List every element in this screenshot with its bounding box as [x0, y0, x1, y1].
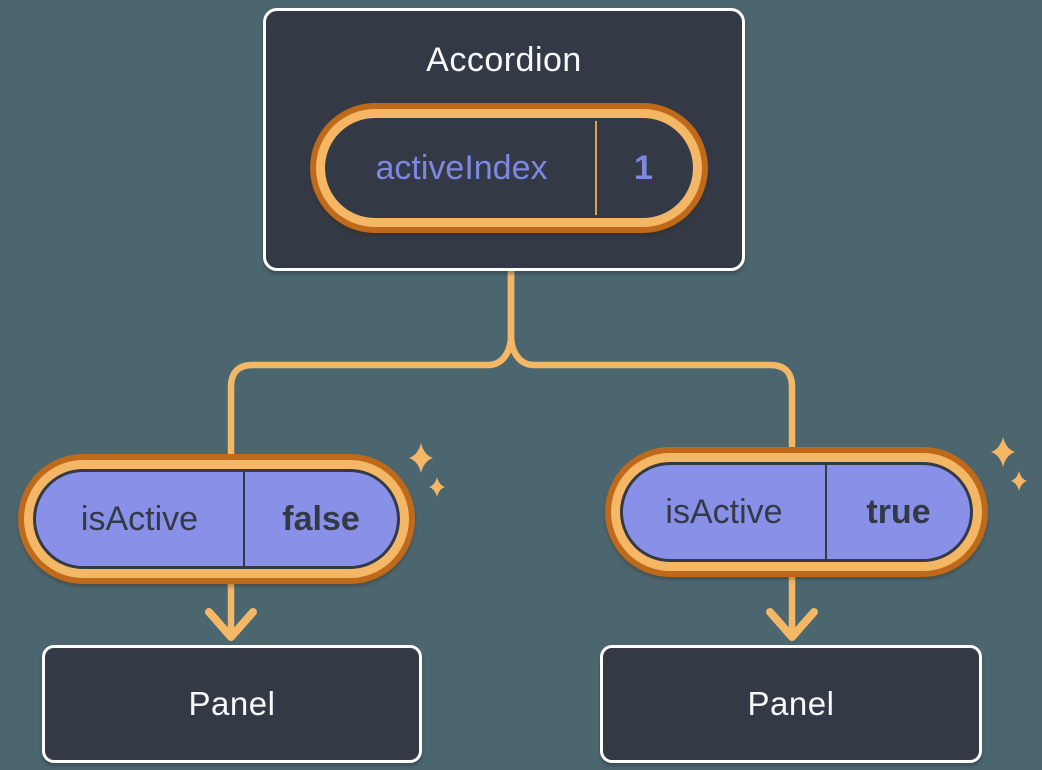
prop-pill-value: false [282, 499, 360, 538]
sparkle-large-icon [409, 443, 433, 473]
panel-node-right: Panel [600, 645, 982, 763]
arrow-down-icon [766, 608, 818, 641]
pill-separator [595, 121, 597, 215]
sparkle-large-icon [991, 437, 1015, 467]
prop-pill-name: isActive [80, 499, 199, 538]
prop-pill-value: true [866, 492, 931, 531]
prop-pill-name: isActive [665, 492, 783, 531]
sparkle-small-icon [429, 477, 445, 497]
state-pill-value: 1 [634, 148, 653, 187]
pill-separator [825, 465, 827, 559]
state-pill-ring: activeIndex 1 [316, 109, 702, 227]
sparkle-small-icon [1011, 471, 1027, 491]
pill-separator [243, 472, 245, 566]
panel-node-left: Panel [42, 645, 422, 763]
prop-pill-ring: isActive true [611, 453, 982, 571]
connector-branch-right [507, 268, 796, 638]
prop-pill-ring: isActive false [24, 460, 409, 578]
state-pill: activeIndex 1 [310, 103, 708, 233]
prop-pill-left: isActive false [18, 454, 415, 584]
accordion-title: Accordion [426, 41, 582, 79]
arrow-down-icon [205, 608, 257, 641]
state-pill-name: activeIndex [375, 148, 548, 187]
prop-pill-right: isActive true [605, 447, 988, 577]
